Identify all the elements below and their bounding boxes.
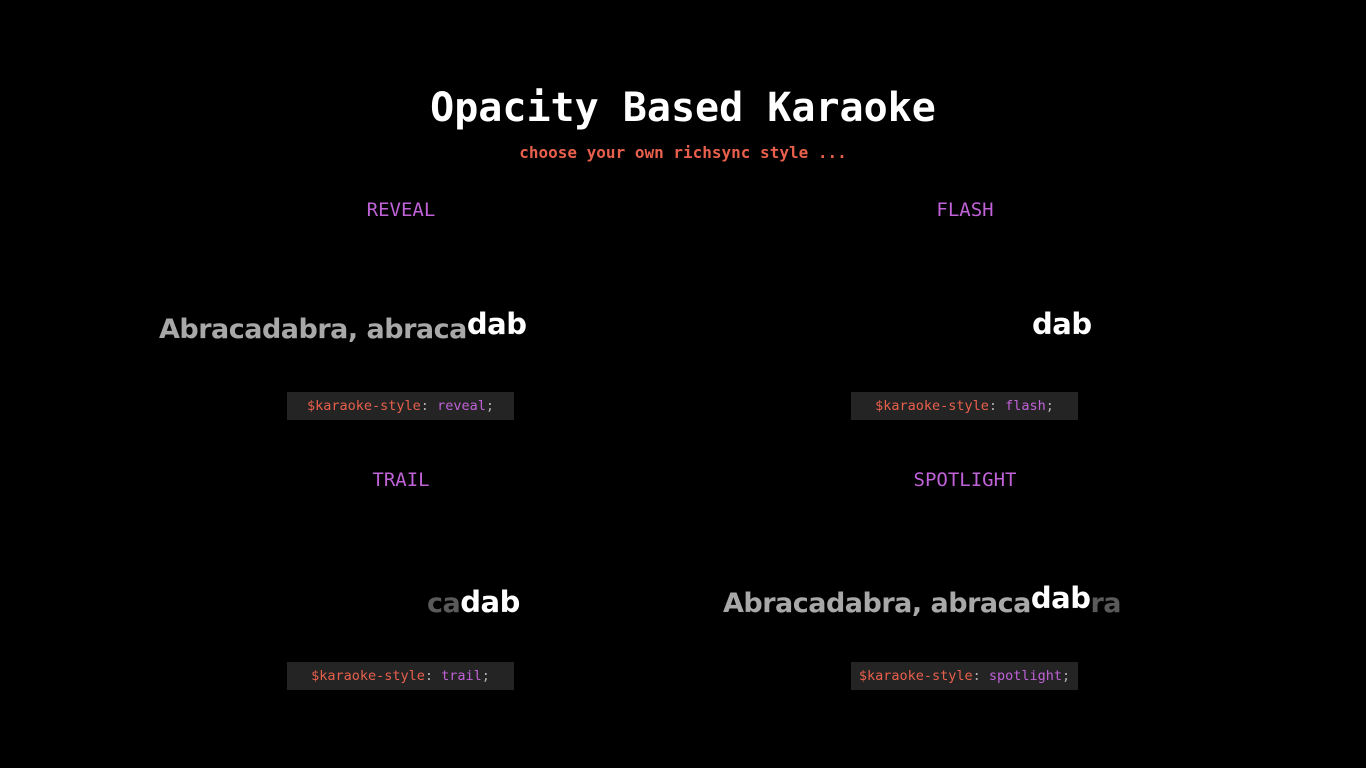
page-title: Opacity Based Karaoke xyxy=(430,85,936,131)
section-label-reveal: REVEAL xyxy=(366,199,436,221)
code-separator: : xyxy=(420,398,429,414)
code-terminator: ; xyxy=(485,398,494,414)
lyric-upcoming-text: ra xyxy=(1090,588,1121,619)
code-separator: : xyxy=(424,668,433,684)
section-label-flash: FLASH xyxy=(936,199,994,221)
section-label-spotlight: SPOTLIGHT xyxy=(913,469,1017,491)
code-variable: $karaoke-style xyxy=(307,398,421,414)
lyric-sung-text: Abracadabra, abraca xyxy=(159,314,467,345)
code-value: trail xyxy=(441,668,482,684)
lyric-active-word: dab xyxy=(1030,581,1091,615)
code-value: reveal xyxy=(437,398,486,414)
lyric-active-word: dab xyxy=(460,585,520,619)
section-label-trail: TRAIL xyxy=(372,469,430,491)
code-terminator: ; xyxy=(1045,398,1054,414)
lyric-line-flash: dab xyxy=(1032,307,1092,347)
code-snippet-reveal: $karaoke-style: reveal; xyxy=(287,392,514,420)
lyric-line-reveal: Abracadabra, abracadab xyxy=(159,307,527,347)
code-snippet-flash: $karaoke-style: flash; xyxy=(851,392,1078,420)
code-value: spotlight xyxy=(988,668,1063,684)
code-separator: : xyxy=(972,668,981,684)
lyric-active-word: dab xyxy=(1032,307,1092,341)
lyric-active-word: dab xyxy=(466,307,527,341)
lyric-line-trail: cadab xyxy=(427,585,520,621)
code-variable: $karaoke-style xyxy=(311,668,425,684)
code-terminator: ; xyxy=(481,668,490,684)
code-value: flash xyxy=(1005,398,1046,414)
code-terminator: ; xyxy=(1062,668,1071,684)
lyric-sung-text: Abracadabra, abraca xyxy=(723,588,1031,619)
code-separator: : xyxy=(988,398,997,414)
code-snippet-spotlight: $karaoke-style: spotlight; xyxy=(851,662,1078,690)
code-snippet-trail: $karaoke-style: trail; xyxy=(287,662,514,690)
code-variable: $karaoke-style xyxy=(875,398,989,414)
lyric-trailing-text: ca xyxy=(427,588,461,619)
page-subtitle: choose your own richsync style ... xyxy=(519,143,847,162)
code-variable: $karaoke-style xyxy=(858,668,973,684)
lyric-line-spotlight: Abracadabra, abracadabra xyxy=(723,581,1121,621)
